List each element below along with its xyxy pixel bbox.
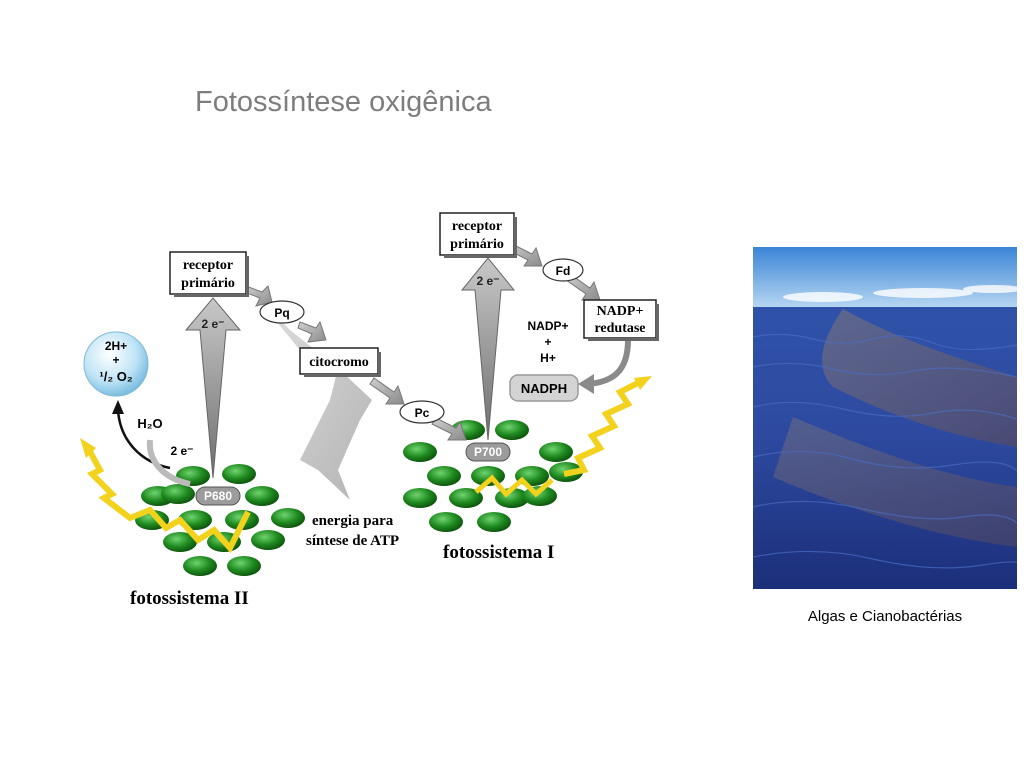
water-input-arrow bbox=[146, 439, 191, 487]
pigment-molecule bbox=[429, 512, 463, 532]
psi-electrons-up: 2 e⁻ bbox=[476, 274, 499, 288]
reductase-line-1: NADP+ bbox=[597, 304, 644, 319]
reductase-line-2: redutase bbox=[594, 321, 645, 336]
slide-title: Fotossíntese oxigênica bbox=[195, 86, 492, 118]
pigment-molecule bbox=[477, 512, 511, 532]
atp-note-line-1: energia para bbox=[312, 513, 394, 529]
light-arrow-psii bbox=[85, 446, 251, 554]
pigment-molecule bbox=[251, 530, 285, 550]
pc-label: Pc bbox=[415, 406, 430, 420]
pigment-molecule bbox=[161, 484, 195, 504]
light-arrow-psi-inner bbox=[474, 474, 554, 498]
psii-receptor-line-1: receptor bbox=[183, 258, 233, 273]
nadp-input-line-3: H+ bbox=[540, 351, 556, 365]
nadp-input-line-1: NADP+ bbox=[527, 319, 568, 333]
pigment-molecule bbox=[183, 556, 217, 576]
oxygen-line-1: 2H+ bbox=[105, 339, 127, 353]
fd-label: Fd bbox=[556, 264, 571, 278]
pigment-molecule bbox=[222, 464, 256, 484]
cytochrome-label: citocromo bbox=[309, 355, 369, 370]
energy-shadow bbox=[252, 292, 372, 500]
psii-electrons-in: 2 e⁻ bbox=[170, 444, 193, 458]
p680-label: P680 bbox=[204, 489, 232, 503]
nadp-input-line-2: + bbox=[544, 335, 551, 349]
nadph-arrow-head bbox=[578, 374, 594, 394]
photosystem-i-label: fotossistema I bbox=[443, 542, 554, 563]
nadph-label: NADPH bbox=[521, 381, 567, 396]
pigment-molecule bbox=[427, 466, 461, 486]
pigment-molecule bbox=[245, 486, 279, 506]
reductase-box bbox=[583, 299, 657, 339]
pigment-molecule bbox=[227, 556, 261, 576]
nadph-product bbox=[509, 374, 579, 402]
light-arrow-psii-tip bbox=[80, 438, 96, 458]
oxygen-line-3: ¹/₂ O₂ bbox=[99, 369, 132, 384]
water-label: H₂O bbox=[137, 416, 162, 431]
photosynthesis-diagram: 2 e⁻ 2 e⁻ 2H+ + ¹/₂ O₂ H₂O 2 e⁻ receptor… bbox=[80, 212, 659, 609]
p680-reaction-center bbox=[195, 486, 241, 506]
water-arrow-head bbox=[112, 400, 124, 414]
pq-oval bbox=[259, 300, 305, 324]
pigment-molecule bbox=[271, 508, 305, 528]
pc-oval bbox=[399, 400, 445, 424]
light-arrow-psi-tip bbox=[634, 376, 652, 390]
photo-caption: Algas e Cianobactérias bbox=[807, 608, 963, 625]
p700-label: P700 bbox=[474, 445, 502, 459]
photosystem-i-antenna bbox=[403, 420, 583, 532]
oxygen-line-2: + bbox=[112, 353, 119, 367]
algae-ocean-photo bbox=[753, 247, 1017, 589]
light-arrow-psi bbox=[563, 379, 642, 477]
pigment-molecule bbox=[403, 488, 437, 508]
pigment-molecule bbox=[449, 488, 483, 508]
p700-reaction-center bbox=[465, 442, 511, 462]
pigment-molecule bbox=[539, 442, 573, 462]
chain-arrows bbox=[243, 243, 601, 441]
psi-receptor-line-1: receptor bbox=[452, 219, 502, 234]
cytochrome-box bbox=[299, 347, 379, 375]
psii-electrons-up: 2 e⁻ bbox=[201, 317, 224, 331]
psii-receptor-box bbox=[169, 251, 247, 295]
oxygen-product-sphere bbox=[83, 331, 149, 397]
atp-note-line-2: síntese de ATP bbox=[306, 533, 399, 549]
psii-electron-arrow bbox=[184, 297, 242, 479]
psi-receptor-line-2: primário bbox=[450, 237, 504, 252]
pigment-molecule bbox=[495, 420, 529, 440]
nadph-arrow bbox=[587, 339, 631, 387]
psii-receptor-line-2: primário bbox=[181, 276, 235, 291]
pigment-molecule bbox=[403, 442, 437, 462]
photosystem-ii-label: fotossistema II bbox=[130, 588, 249, 609]
pigment-molecule bbox=[163, 532, 197, 552]
fd-oval bbox=[542, 258, 584, 282]
pq-label: Pq bbox=[274, 306, 289, 320]
